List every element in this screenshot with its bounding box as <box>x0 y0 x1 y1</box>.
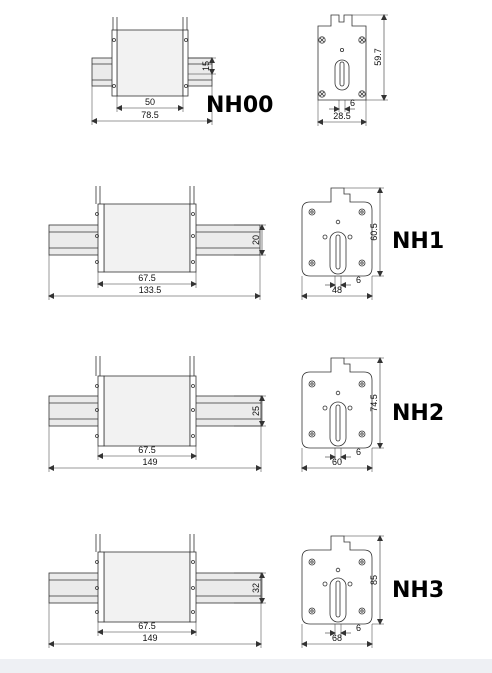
row-nh00: 50 78.5 15 NH00 59.7 6 28. <box>91 14 388 126</box>
dim-slot-width: 6 <box>356 447 361 457</box>
row-nh2: 67.5 149 25 NH2 74.5 6 60 <box>48 356 444 472</box>
dim-slot-width: 6 <box>356 623 361 633</box>
dim-side-height: 85 <box>369 575 379 585</box>
dim-overall-length: 149 <box>142 457 157 467</box>
front-view-nh1 <box>48 186 266 300</box>
side-view-nh3 <box>301 535 384 648</box>
front-view-nh00 <box>91 17 216 125</box>
front-view-nh3 <box>48 534 266 648</box>
dim-overall-length: 133.5 <box>139 285 162 295</box>
dim-side-width: 48 <box>332 285 342 295</box>
dim-side-width: 68 <box>332 633 342 643</box>
dim-side-width: 28.5 <box>333 111 351 121</box>
size-label-nh00: NH00 <box>206 93 273 118</box>
dim-contact-height: 20 <box>251 235 261 245</box>
size-label-nh1: NH1 <box>392 229 444 254</box>
dim-overall-length: 149 <box>142 633 157 643</box>
dim-slot-width: 6 <box>350 98 355 108</box>
bottom-band <box>0 659 492 673</box>
side-view-nh00 <box>317 14 388 126</box>
dim-side-height: 59.7 <box>373 48 383 66</box>
side-view-nh1 <box>301 187 384 300</box>
size-label-nh3: NH3 <box>392 578 444 603</box>
dim-contact-height: 25 <box>251 406 261 416</box>
dim-body-width: 50 <box>145 97 155 107</box>
row-nh1: 67.5 133.5 20 NH1 60.5 6 48 <box>48 186 444 300</box>
dim-side-height: 74.5 <box>369 394 379 412</box>
fuse-body <box>116 29 184 97</box>
dim-slot-width: 6 <box>356 275 361 285</box>
size-label-nh2: NH2 <box>392 401 444 426</box>
dim-side-width: 60 <box>332 457 342 467</box>
row-nh3: 67.5 149 32 NH3 85 6 68 <box>48 534 444 648</box>
fuse-body <box>103 551 191 623</box>
front-view-nh2 <box>48 356 266 472</box>
side-view-nh2 <box>301 357 384 472</box>
fuse-body <box>103 375 191 447</box>
fuse-body <box>103 203 191 273</box>
dim-body-width: 67.5 <box>138 621 156 631</box>
dim-body-width: 67.5 <box>138 273 156 283</box>
dim-contact-height: 15 <box>201 61 211 71</box>
dim-body-width: 67.5 <box>138 445 156 455</box>
dim-contact-height: 32 <box>251 583 261 593</box>
dim-overall-length: 78.5 <box>141 110 159 120</box>
dim-side-height: 60.5 <box>369 223 379 241</box>
